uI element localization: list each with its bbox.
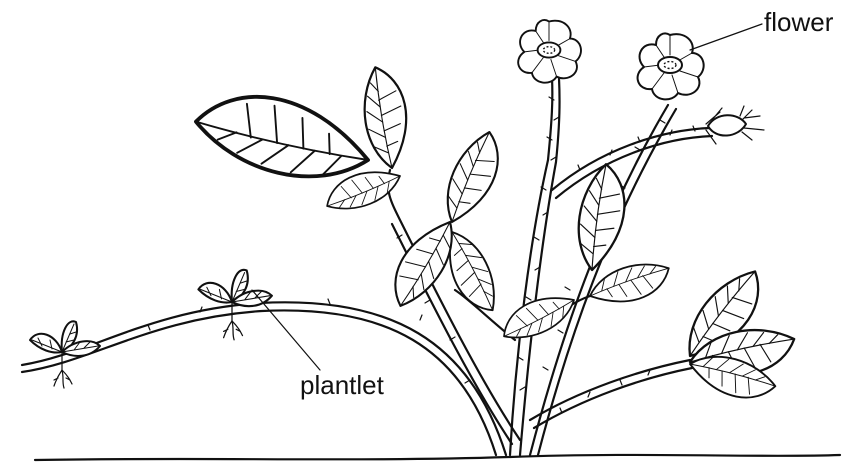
runner-stolon: [22, 302, 506, 455]
flower-bud: [706, 106, 764, 144]
leaf-right-upper: [566, 161, 635, 274]
label-plantlet: plantlet: [300, 372, 384, 398]
leaf-upper-center: [363, 66, 408, 169]
flower-leader-line: [690, 24, 762, 50]
flower-right: [638, 33, 704, 99]
label-flower: flower: [764, 9, 833, 35]
ground-line: [35, 455, 840, 460]
leaf-center-bottom: [496, 288, 580, 345]
flower-left: [518, 20, 581, 83]
leaf-center-upper: [431, 126, 513, 229]
